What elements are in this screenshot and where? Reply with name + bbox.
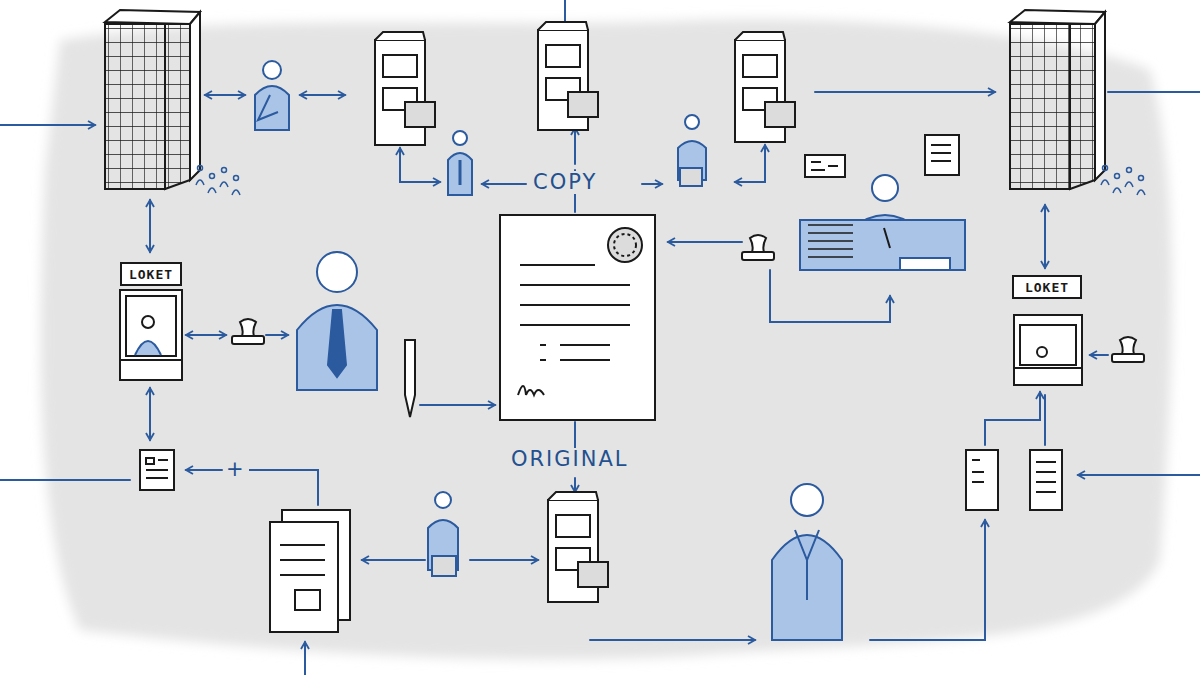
plus-sign: + xyxy=(223,458,249,481)
sign-text: LOKET xyxy=(129,267,173,282)
loket-sign: LOKET xyxy=(1012,275,1082,299)
wash xyxy=(41,19,1172,659)
loket-sign: LOKET xyxy=(120,262,182,286)
flow-label: ORIGINAL xyxy=(508,448,632,471)
sign-text: LOKET xyxy=(1025,280,1069,295)
flow-label: COPY xyxy=(530,171,600,194)
